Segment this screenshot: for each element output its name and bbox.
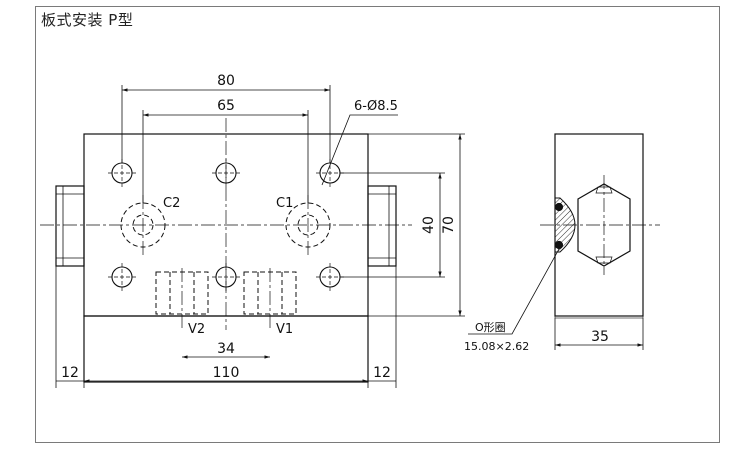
center-line (40, 118, 412, 330)
label-v1: V1 (276, 322, 293, 337)
hole-callout: 6-Ø8.5 (354, 99, 398, 114)
drawing-title: 板式安装 P型 (41, 11, 134, 29)
label-v2: V2 (188, 322, 205, 337)
side-view (540, 133, 660, 319)
drawing-frame (35, 6, 720, 443)
oring-label: O形圈 (475, 321, 506, 334)
label-c2: C2 (163, 196, 180, 211)
dim-12-right: 12 (373, 365, 391, 381)
oring-top (554, 202, 564, 212)
dim-35: 35 (591, 329, 609, 345)
dim-70: 70 (441, 216, 457, 234)
oring-bottom (554, 240, 564, 250)
oring-spec: 15.08×2.62 (464, 340, 529, 353)
dim-40: 40 (421, 216, 437, 234)
right-port-fitting (367, 185, 397, 267)
front-dimensions (55, 85, 465, 388)
dim-34: 34 (217, 341, 235, 357)
dim-12-left: 12 (61, 365, 79, 381)
label-c1: C1 (276, 196, 293, 211)
side-plate (554, 315, 644, 319)
dim-110: 110 (213, 365, 240, 381)
dim-65: 65 (217, 98, 235, 114)
dim-80: 80 (217, 73, 235, 89)
left-port-fitting (55, 185, 85, 267)
